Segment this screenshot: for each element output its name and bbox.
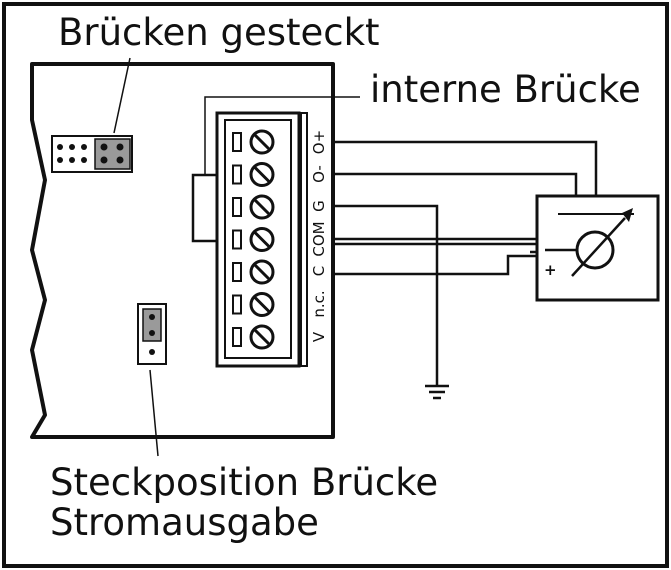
terminal-label-o-minus: O- — [310, 165, 328, 183]
terminal-slot — [232, 197, 242, 217]
leader-jumper-position — [149, 369, 159, 457]
meter: + — [535, 194, 660, 302]
terminal-labels: O+ O- G COM C n.c. V — [310, 130, 328, 342]
jumper-current-output — [137, 303, 167, 365]
ground-icon — [425, 384, 449, 400]
jumper-block-fitted — [51, 135, 133, 173]
screw-slot-icon — [253, 231, 271, 248]
terminal-slot — [232, 229, 242, 250]
jumper-cap — [94, 138, 131, 170]
screw-slot-icon — [253, 296, 271, 313]
device-housing — [30, 62, 335, 439]
meter-polarity-plus: + — [544, 261, 557, 279]
leader-internal-jumper — [204, 96, 360, 175]
terminal-slot — [232, 294, 242, 315]
screw-slot-icon — [253, 328, 271, 346]
terminal-slot — [232, 327, 242, 347]
leader-jumpers-fitted — [113, 57, 131, 134]
label-jumper-position: Steckposition Brücke — [50, 461, 438, 504]
terminal-slot — [232, 132, 242, 152]
terminal-block — [191, 111, 308, 368]
terminal-label-g: G — [310, 200, 328, 212]
terminal-label-com: COM — [310, 221, 328, 256]
internal-jumper-tab — [191, 173, 220, 243]
terminal-label-c: C — [310, 266, 328, 276]
terminal-slot — [232, 164, 242, 185]
label-jumpers-fitted: Brücken gesteckt — [58, 11, 380, 54]
label-internal-jumper: interne Brücke — [370, 68, 641, 111]
wire-ground — [334, 204, 439, 385]
screw-slot-icon — [253, 166, 271, 183]
label-current-output: Stromausgabe — [50, 501, 319, 544]
terminal-label-nc: n.c. — [310, 290, 328, 317]
terminal-slot — [232, 262, 242, 282]
terminal-label-v: V — [310, 331, 328, 342]
terminal-label-o-plus: O+ — [310, 130, 328, 154]
screw-slot-icon — [253, 198, 271, 216]
screw-slot-icon — [253, 263, 271, 281]
screw-slot-icon — [253, 133, 271, 151]
wire-o-plus — [334, 140, 598, 212]
